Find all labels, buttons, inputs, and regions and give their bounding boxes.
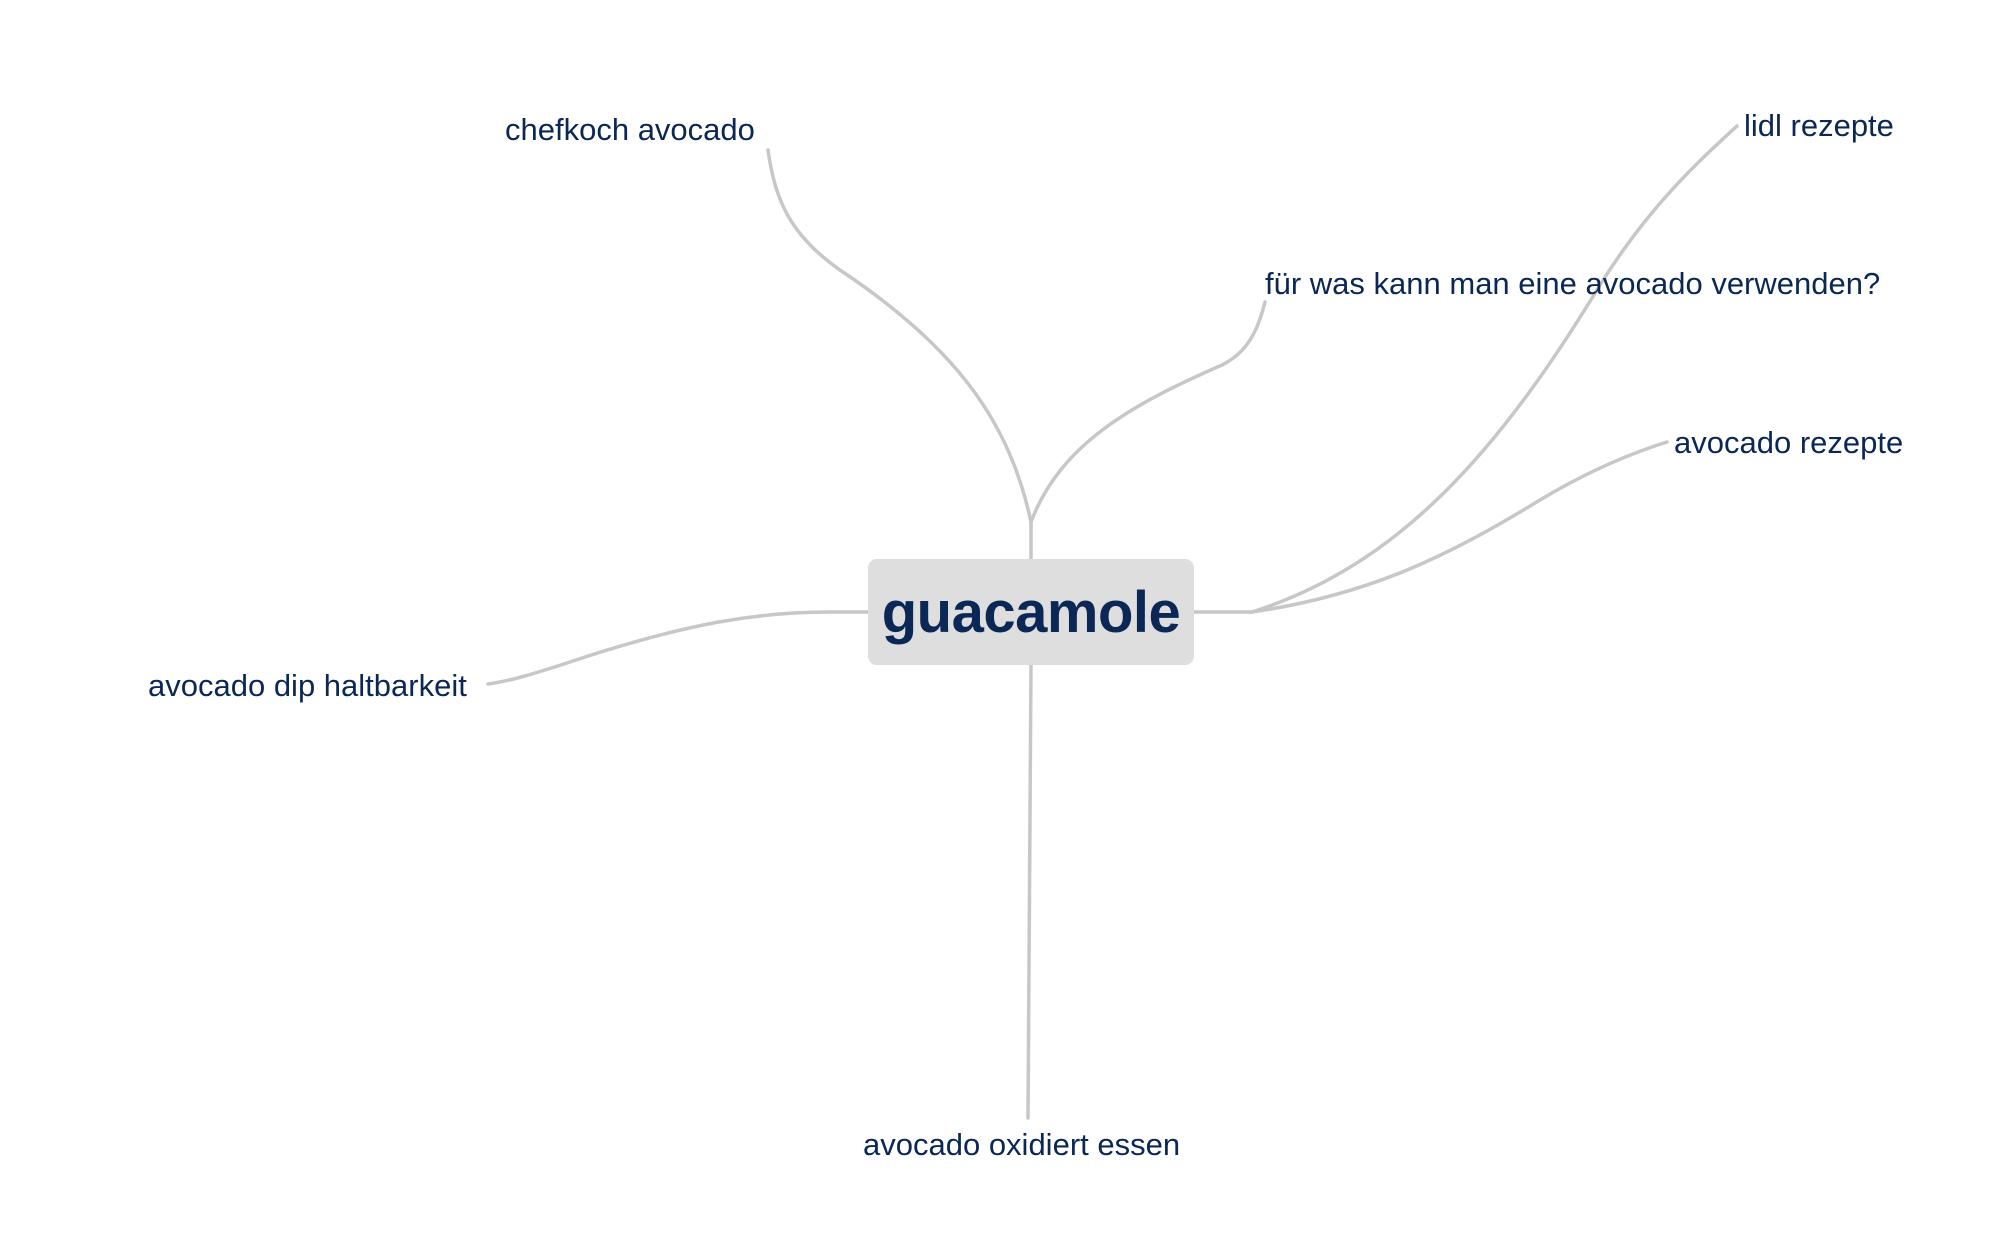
node-avocado-oxidiert-essen[interactable]: avocado oxidiert essen (863, 1127, 1181, 1162)
branch-chefkoch-avocado (766, 148, 1033, 524)
node-chefkoch-avocado[interactable]: chefkoch avocado (505, 112, 755, 147)
node-lidl-rezepte[interactable]: lidl rezepte (1744, 108, 1894, 143)
branch-avocado-dip-haltbarkeit (486, 610, 870, 686)
central-topic-label: guacamole (881, 579, 1181, 645)
branch-avocado-oxidiert-essen (1026, 663, 1033, 1120)
branch-fuer-was (1029, 300, 1267, 524)
node-avocado-rezepte[interactable]: avocado rezepte (1674, 425, 1904, 460)
central-topic-node[interactable]: guacamole (868, 559, 1194, 665)
node-avocado-dip-haltbarkeit[interactable]: avocado dip haltbarkeit (148, 668, 467, 703)
branch-lidl-rezepte (1250, 124, 1739, 614)
branch-avocado-rezepte (1250, 440, 1669, 614)
node-fuer-was-kann-man-eine-avocado-verwenden[interactable]: für was kann man eine avocado verwenden? (1265, 266, 1881, 301)
